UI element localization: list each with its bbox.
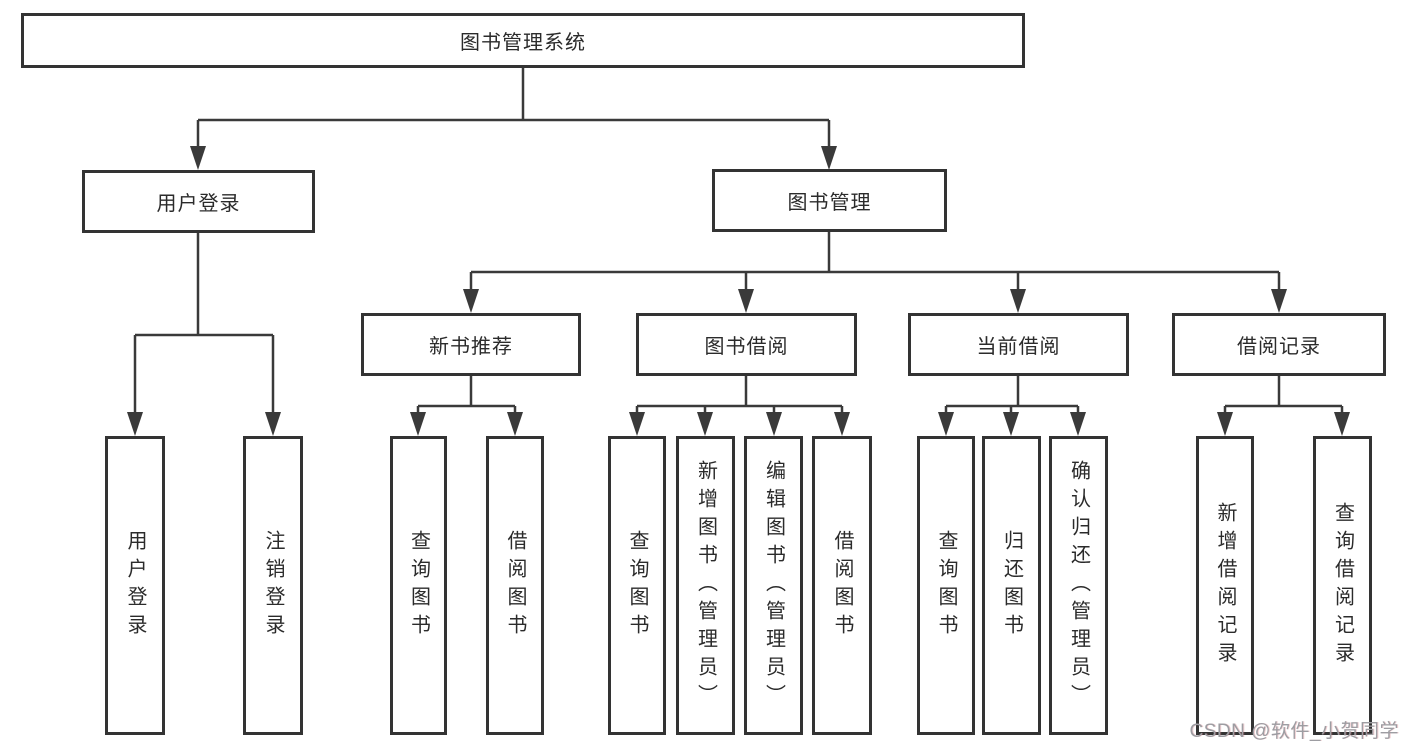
node-current-borrowing: 当前借阅 bbox=[908, 313, 1129, 376]
node-book-management: 图书管理 bbox=[712, 169, 947, 232]
node-borrowing-records: 借阅记录 bbox=[1172, 313, 1386, 376]
csdn-watermark: CSDN @软件_小贺同学 bbox=[1189, 721, 1399, 742]
node-user-login: 用户登录 bbox=[82, 170, 315, 233]
node-leaf-return-books: 归还图书 bbox=[982, 436, 1041, 735]
node-label: 用户登录 bbox=[156, 193, 241, 215]
node-label: 图书管理系统 bbox=[460, 32, 586, 54]
node-label: 借阅图书 bbox=[504, 529, 526, 642]
node-book-borrowing: 图书借阅 bbox=[636, 313, 857, 376]
arrowheads bbox=[127, 146, 1350, 436]
node-label: 借阅图书 bbox=[831, 529, 853, 642]
node-leaf-query-borrow-record: 查询借阅记录 bbox=[1313, 436, 1372, 735]
node-leaf-borrow-books-1: 借阅图书 bbox=[486, 436, 544, 735]
node-label: 查询借阅记录 bbox=[1331, 501, 1354, 670]
node-leaf-query-books-2: 查询图书 bbox=[608, 436, 666, 735]
node-label: 图书管理 bbox=[787, 192, 872, 214]
node-leaf-query-books-3: 查询图书 bbox=[917, 436, 975, 735]
node-label: 用户登录 bbox=[124, 529, 146, 642]
node-label: 当前借阅 bbox=[976, 336, 1061, 358]
node-label: 新增借阅记录 bbox=[1214, 501, 1236, 670]
node-label: 注销登录 bbox=[262, 529, 284, 642]
node-label: 编辑图书（管理员） bbox=[762, 459, 785, 712]
node-label: 归还图书 bbox=[1000, 529, 1023, 642]
node-leaf-query-books-1: 查询图书 bbox=[390, 436, 447, 735]
node-leaf-user-login: 用户登录 bbox=[105, 436, 165, 735]
node-label: 借阅记录 bbox=[1237, 336, 1321, 358]
node-library-management-system: 图书管理系统 bbox=[21, 13, 1025, 68]
node-leaf-borrow-books-2: 借阅图书 bbox=[812, 436, 872, 735]
node-leaf-logout: 注销登录 bbox=[243, 436, 303, 735]
node-leaf-edit-books-admin: 编辑图书（管理员） bbox=[744, 436, 803, 735]
node-leaf-add-borrow-record: 新增借阅记录 bbox=[1196, 436, 1254, 735]
node-label: 新书推荐 bbox=[429, 336, 513, 358]
node-leaf-confirm-return-admin: 确认归还（管理员） bbox=[1049, 436, 1108, 735]
node-label: 新增图书（管理员） bbox=[694, 459, 717, 712]
node-label: 查询图书 bbox=[935, 529, 957, 642]
node-label: 确认归还（管理员） bbox=[1067, 459, 1090, 712]
node-label: 图书借阅 bbox=[704, 336, 789, 358]
node-new-book-recommendation: 新书推荐 bbox=[361, 313, 581, 376]
node-leaf-add-books-admin: 新增图书（管理员） bbox=[676, 436, 735, 735]
node-label: 查询图书 bbox=[626, 529, 648, 642]
node-label: 查询图书 bbox=[407, 529, 430, 642]
